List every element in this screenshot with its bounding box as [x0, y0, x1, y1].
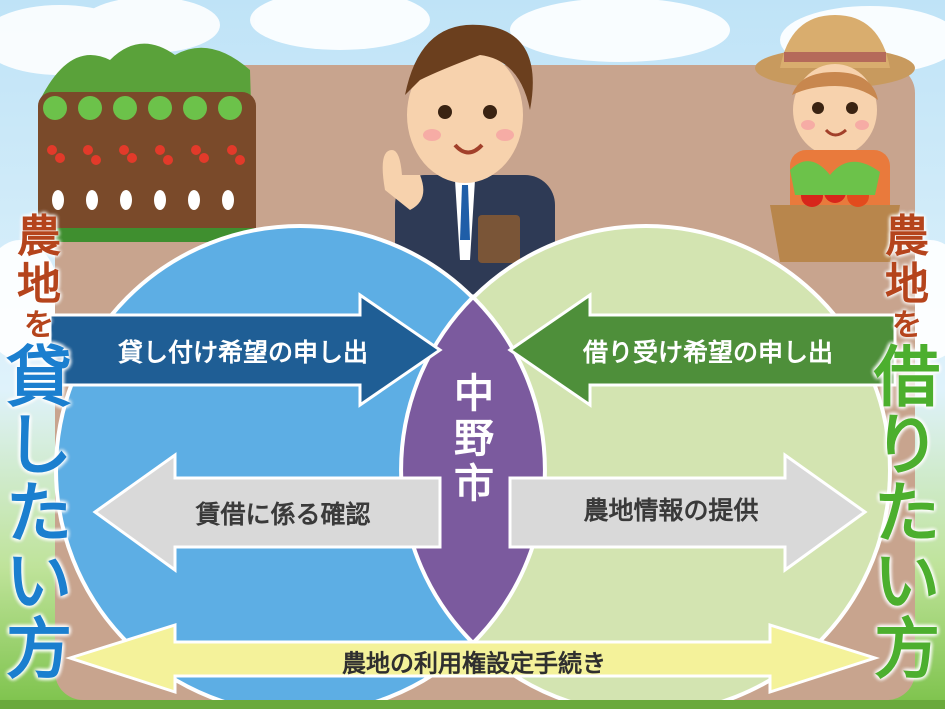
lend-request-arrow — [48, 292, 443, 408]
center-char: 市 — [454, 460, 494, 507]
right-vertical-title: 農 地 を 借 り た い 方 — [868, 215, 945, 685]
center-char: 中 — [454, 371, 494, 417]
right-title-char: 借 — [874, 339, 940, 416]
lease-confirm-arrow — [92, 452, 442, 573]
left-title-char: い — [6, 543, 72, 620]
farmland-info-arrow — [508, 452, 868, 573]
right-title-char: 農 — [885, 211, 929, 262]
lend-request-label: 貸し付け希望の申し出 — [117, 338, 369, 367]
left-title-char: た — [6, 475, 72, 552]
left-vertical-title: 農 地 を 貸 し た い 方 — [0, 215, 78, 685]
left-title-char: 地 — [17, 259, 61, 310]
center-char: 野 — [454, 415, 494, 462]
left-title-char: し — [6, 407, 72, 484]
borrow-request-label: 借り受け希望の申し出 — [582, 338, 834, 367]
left-title-char: を — [24, 308, 54, 343]
right-title-char: い — [874, 543, 940, 620]
farmer-illustration — [755, 15, 915, 262]
right-title-char: 地 — [885, 259, 929, 310]
borrow-request-arrow — [507, 292, 897, 408]
lease-confirm-label: 賃借に係る確認 — [195, 500, 371, 529]
right-title-char: た — [874, 475, 940, 552]
grass-decoration — [0, 700, 945, 709]
right-title-char: を — [892, 308, 922, 343]
right-title-char: 方 — [874, 611, 940, 688]
right-title-char: り — [874, 407, 940, 484]
left-title-char: 農 — [17, 211, 61, 262]
center-org-name: 中 野 市 — [449, 372, 499, 506]
farmland-info-label: 農地情報の提供 — [583, 496, 759, 525]
farm-field-illustration — [38, 43, 256, 242]
left-title-char: 方 — [6, 611, 72, 688]
procedure-arrow — [65, 622, 880, 695]
procedure-label: 農地の利用権設定手続き — [342, 649, 606, 678]
left-title-char: 貸 — [6, 339, 72, 416]
